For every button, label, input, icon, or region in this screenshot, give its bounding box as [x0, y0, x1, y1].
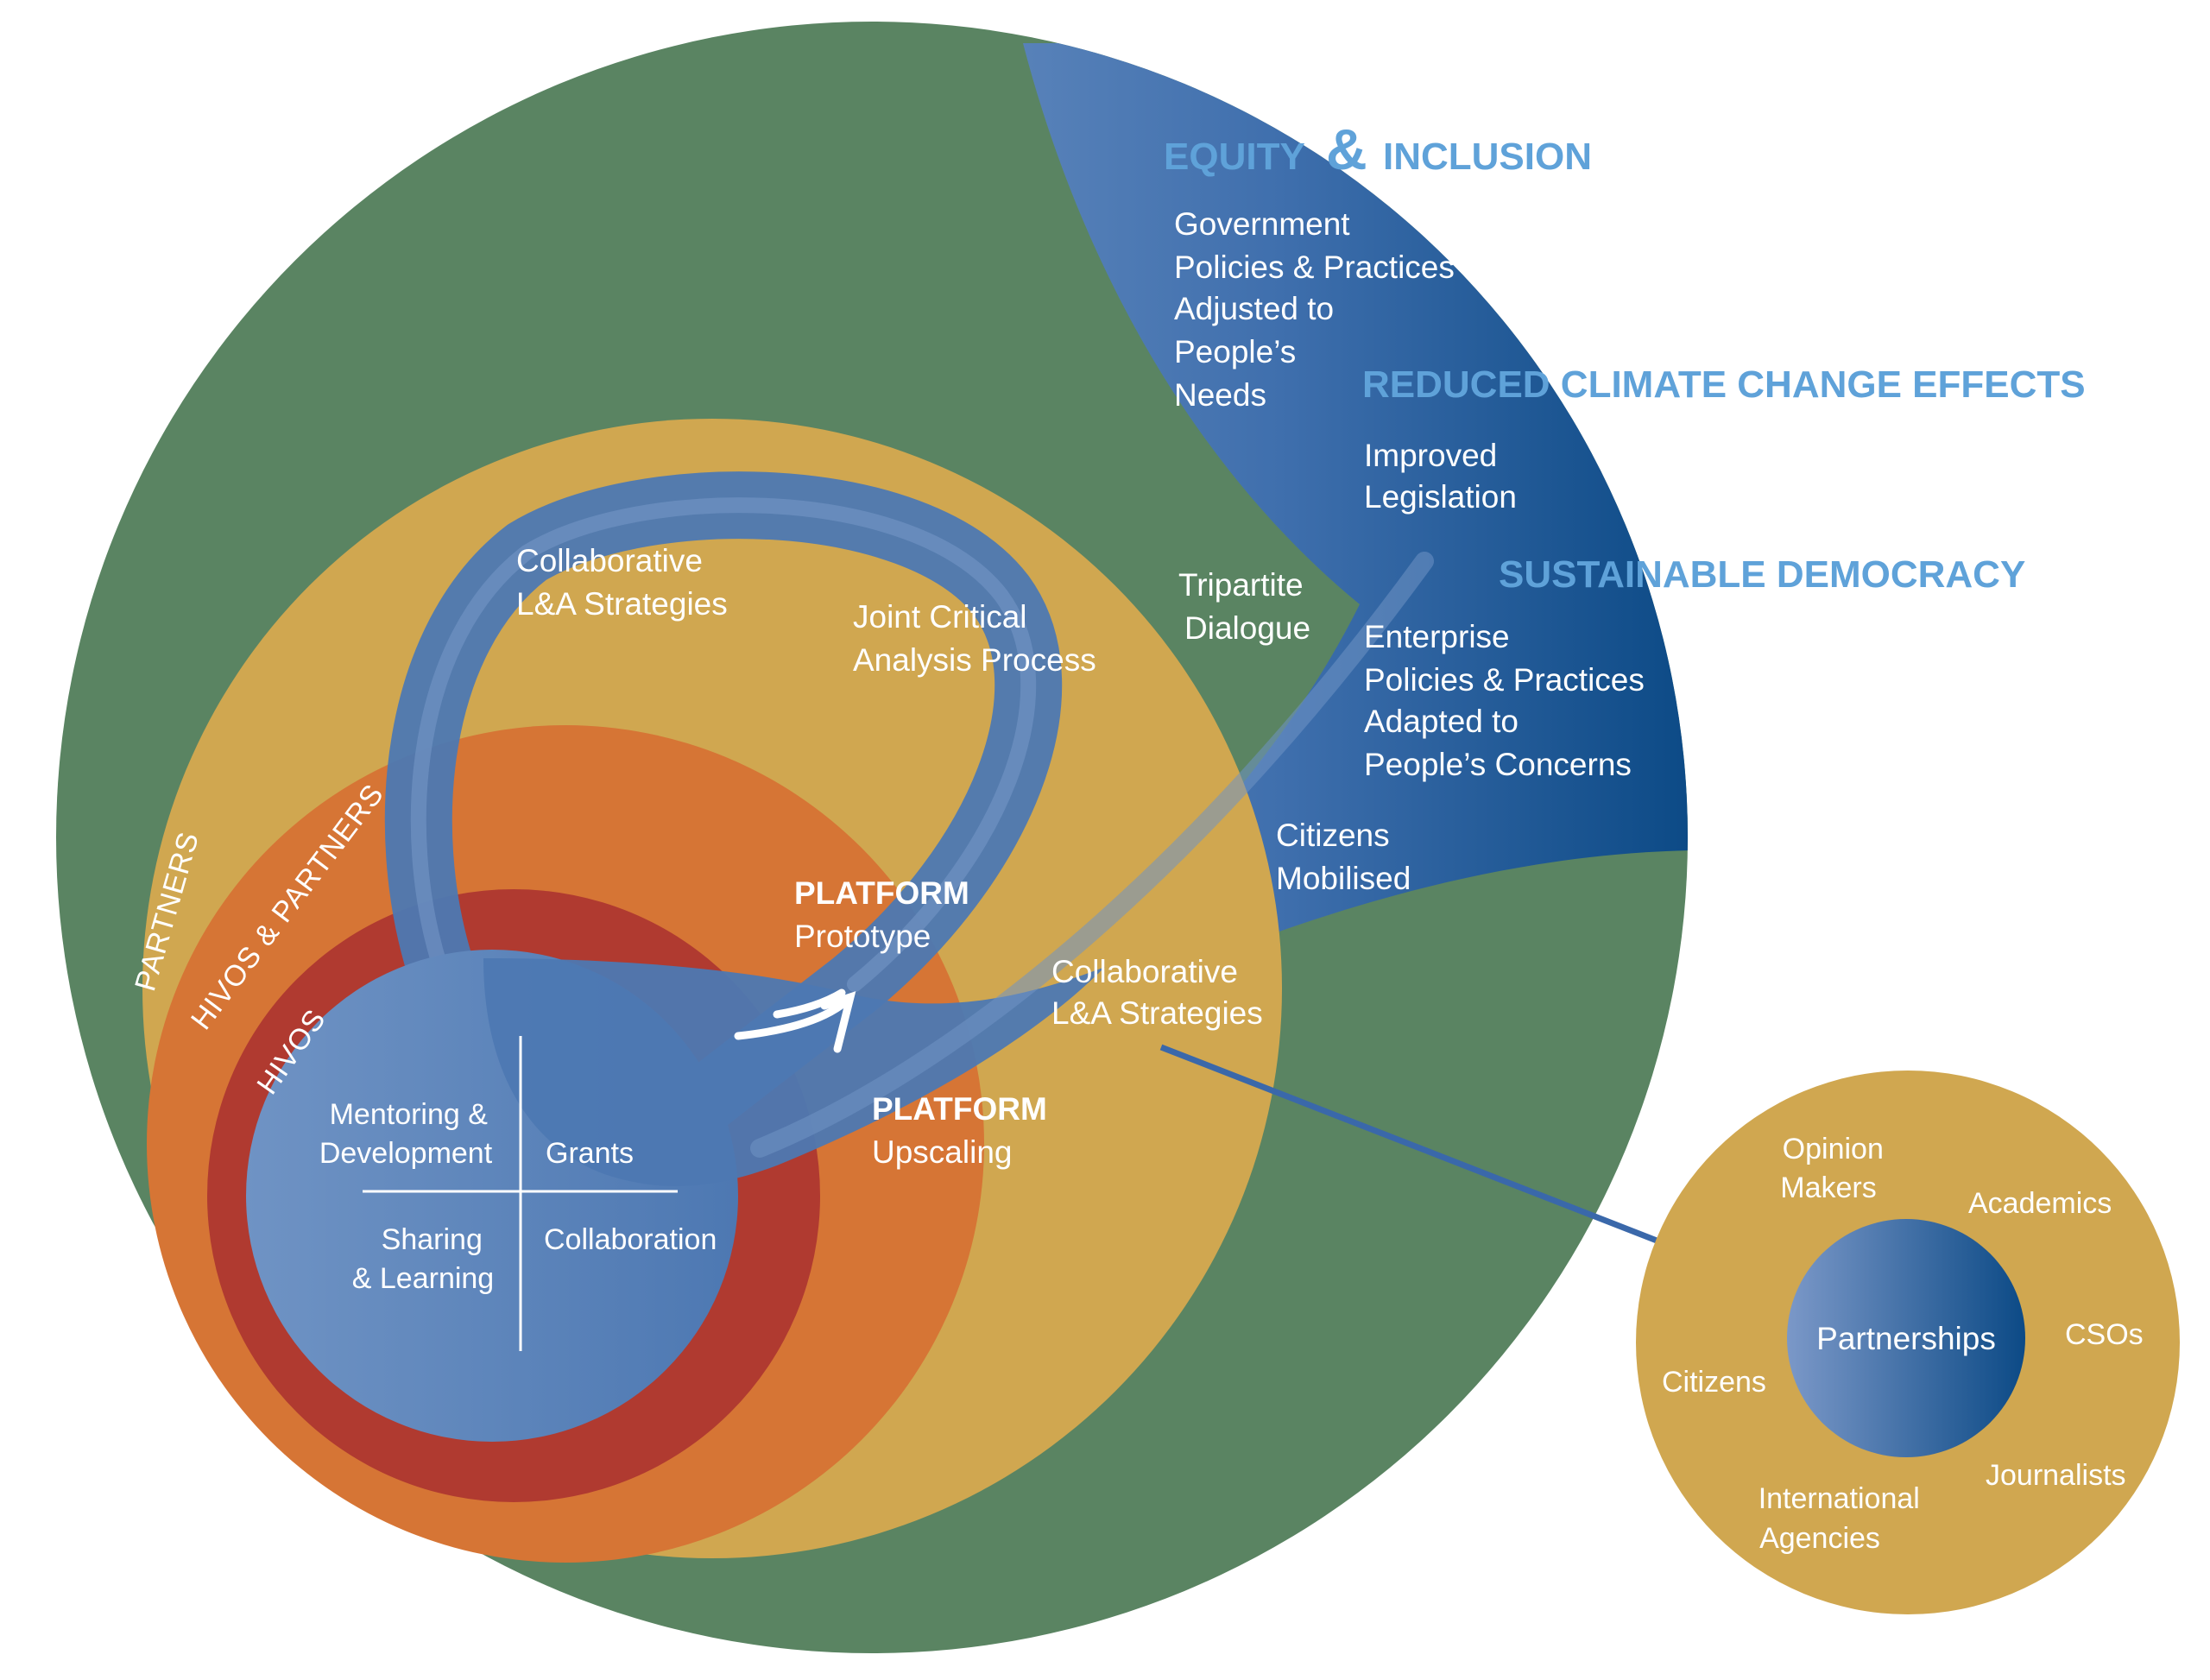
partnerships-csos: CSOs: [2065, 1318, 2144, 1351]
process-joint-analysis: Joint Critical Analysis Process: [853, 599, 1096, 678]
outcome-citizens-mobilised: Citizens Mobilised: [1276, 818, 1411, 896]
platform-upscaling: PLATFORM Upscaling: [872, 1091, 1056, 1170]
core-sharing: Sharing & Learning: [352, 1223, 494, 1295]
partnerships-citizens: Citizens: [1662, 1366, 1766, 1399]
heading-democracy: SUSTAINABLE DEMOCRACY: [1499, 553, 2025, 596]
process-collab-bottom: Collaborative L&A Strategies: [1051, 954, 1263, 1031]
partnerships-center: Partnerships: [1816, 1321, 1996, 1356]
core-mentoring: Mentoring & Development: [319, 1098, 496, 1170]
upscaling-sweep: [483, 958, 1105, 1186]
outcome-tripartite: Tripartite Dialogue: [1178, 567, 1312, 646]
partnerships-academics: Academics: [1968, 1187, 2112, 1220]
heading-equity: EQUITY: [1164, 136, 1305, 178]
core-collaboration: Collaboration: [544, 1223, 717, 1256]
core-grants: Grants: [546, 1137, 634, 1170]
partnerships-journalists: Journalists: [1986, 1459, 2126, 1492]
forward-arrow-icon: [734, 988, 856, 1053]
heading-inclusion: INCLUSION: [1383, 136, 1592, 178]
outcome-enterprise: Enterprise Policies & Practices Adapted …: [1364, 619, 1653, 782]
partnerships-international: International Agencies: [1759, 1482, 1929, 1555]
outcome-legislation: Improved Legislation: [1364, 438, 1517, 515]
outcome-government: Government Policies & Practices Adjusted…: [1174, 206, 1463, 413]
outcomes-wedge: [777, 43, 1688, 1148]
partnerships-opinion-makers: Opinion Makers: [1780, 1133, 1891, 1204]
heading-ampersand: &: [1326, 117, 1367, 181]
platform-prototype: PLATFORM Prototype: [794, 875, 978, 954]
heading-climate: REDUCED CLIMATE CHANGE EFFECTS: [1362, 363, 2086, 406]
partnerships-core-circle: [1787, 1219, 2025, 1457]
process-collab-top: Collaborative L&A Strategies: [516, 543, 728, 622]
